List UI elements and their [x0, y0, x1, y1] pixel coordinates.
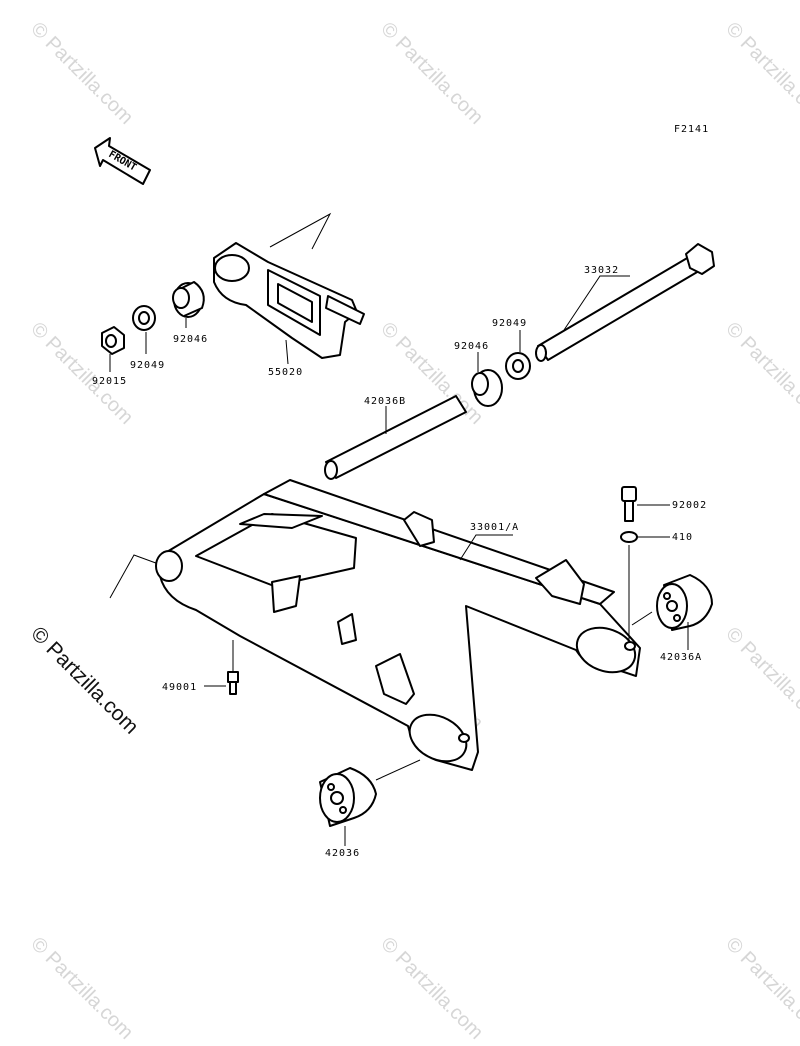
bolt-part — [621, 486, 637, 522]
adjuster-right-part — [656, 574, 713, 631]
needle-bearing-left-part — [172, 281, 205, 318]
part-label-55020: 55020 — [268, 367, 303, 378]
part-label-92046-right: 92046 — [454, 341, 489, 352]
part-label-92049-right: 92049 — [492, 318, 527, 329]
collar-left-part — [132, 305, 156, 331]
swingarm-part — [155, 479, 641, 771]
watermark: © Partzilla.com — [721, 933, 800, 1044]
watermark: © Partzilla.com — [376, 933, 487, 1044]
part-label-410: 410 — [672, 532, 693, 543]
collar-right-part — [505, 352, 531, 380]
part-label-92049: 92049 — [130, 360, 165, 371]
watermark: © Partzilla.com — [721, 623, 800, 734]
watermark: © Partzilla.com — [721, 318, 800, 429]
part-label-33032: 33032 — [584, 265, 619, 276]
part-label-42036A: 42036A — [660, 652, 702, 663]
watermark: © Partzilla.com — [26, 933, 137, 1044]
side-watermark: © Partzilla.com — [26, 622, 142, 738]
watermark: © Partzilla.com — [721, 18, 800, 129]
explode-direction-mark — [109, 212, 332, 599]
washer-part — [620, 531, 638, 543]
figure-code: F2141 — [674, 124, 709, 135]
front-arrow-icon: FRONT — [94, 137, 151, 185]
part-label-92002: 92002 — [672, 500, 707, 511]
part-label-33001A: 33001/A — [470, 522, 519, 533]
chain-guide-part — [213, 242, 365, 359]
grease-fitting-part — [227, 671, 239, 695]
nut-part — [101, 326, 125, 355]
part-label-42036: 42036 — [325, 848, 360, 859]
part-label-92046: 92046 — [173, 334, 208, 345]
adjuster-left-part — [319, 767, 377, 827]
watermark: © Partzilla.com — [376, 18, 487, 129]
watermark: © Partzilla.com — [26, 18, 137, 129]
sleeve-part — [324, 395, 467, 480]
leader-lines — [109, 275, 689, 846]
part-label-92015: 92015 — [92, 376, 127, 387]
part-labels: 33032 55020 92046 92049 92015 92049 9204… — [92, 265, 707, 859]
pivot-shaft-part — [535, 243, 715, 362]
part-label-49001: 49001 — [162, 682, 197, 693]
needle-bearing-right-part — [471, 369, 503, 407]
part-label-42036B: 42036B — [364, 396, 406, 407]
